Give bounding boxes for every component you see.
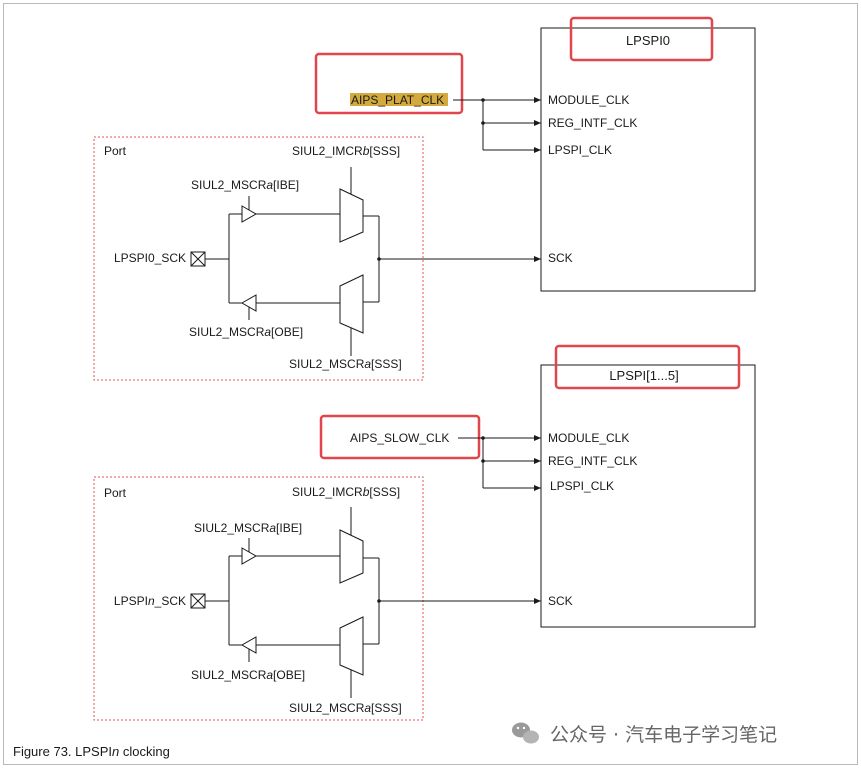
port0-pad-label: LPSPI0_SCK <box>114 251 186 265</box>
lpspi0-port-module-clk: MODULE_CLK <box>548 93 629 107</box>
lpspin-block: LPSPI[1...5] AIPS_SLOW_CLK MODULE_CLK RE… <box>319 344 756 628</box>
port1-imcr-label: SIUL2_IMCRb[SSS] <box>292 485 400 499</box>
aips-plat-clk-label: AIPS_PLAT_CLK <box>351 93 444 107</box>
port0-block: Port SIUL2_IMCRb[SSS] SIUL2_MSCRa[IBE] S… <box>93 136 541 381</box>
watermark: 公众号 · 汽车电子学习笔记 <box>512 722 777 746</box>
lpspin-title: LPSPI[1...5] <box>609 368 678 383</box>
lpspi0-port-sck: SCK <box>548 251 573 265</box>
port1-mscr-sss-label: SIUL2_MSCRa[SSS] <box>289 701 402 715</box>
port0-pad-icon <box>190 251 206 267</box>
lpspi0-title: LPSPI0 <box>626 33 670 48</box>
lpspi0-title-highlight <box>569 16 714 62</box>
port1-label: Port <box>104 486 127 500</box>
port0-box <box>93 136 424 381</box>
port0-imcr-mux-icon <box>339 188 364 243</box>
port0-mscr-ibe-label: SIUL2_MSCRa[IBE] <box>191 178 299 192</box>
lpspi0-module-box <box>540 27 756 292</box>
port1-box <box>93 476 424 721</box>
port1-imcr-mux-icon <box>339 529 364 584</box>
lpspin-port-module-clk: MODULE_CLK <box>548 431 629 445</box>
lpspi0-block: LPSPI0 AIPS_PLAT_CLK MODULE_CLK REG_INTF… <box>314 16 756 292</box>
aips-plat-clk-highlight-fill <box>350 93 448 106</box>
lpspin-port-reg-intf-clk: REG_INTF_CLK <box>548 454 637 468</box>
figure-frame <box>3 3 858 765</box>
port0-mscr-sss-label: SIUL2_MSCRa[SSS] <box>289 357 402 371</box>
port1-block: Port SIUL2_IMCRb[SSS] SIUL2_MSCRa[IBE] S… <box>93 476 541 721</box>
figure-caption: Figure 73. LPSPIn clocking <box>13 744 170 759</box>
aips-slow-clk-highlight-box <box>319 414 481 460</box>
port0-label: Port <box>104 144 127 158</box>
port0-imcr-label: SIUL2_IMCRb[SSS] <box>292 144 400 158</box>
lpspi0-port-reg-intf-clk: REG_INTF_CLK <box>548 116 637 130</box>
aips-slow-clk-label: AIPS_SLOW_CLK <box>350 431 449 445</box>
port0-mscr-obe-label: SIUL2_MSCRa[OBE] <box>189 325 303 339</box>
watermark-text: 公众号 · 汽车电子学习笔记 <box>550 724 777 746</box>
lpspin-module-box <box>540 364 756 628</box>
port1-mscr-ibe-label: SIUL2_MSCRa[IBE] <box>194 521 302 535</box>
port1-mscr-obe-label: SIUL2_MSCRa[OBE] <box>191 668 305 682</box>
aips-plat-clk-highlight-box <box>314 52 464 115</box>
lpspin-port-sck: SCK <box>548 594 573 608</box>
port1-pad-label: LPSPIn_SCK <box>114 594 186 608</box>
lpspin-port-lpspi-clk: LPSPI_CLK <box>550 479 614 493</box>
wechat-icon <box>512 722 539 744</box>
port1-mscr-mux-icon <box>339 616 364 676</box>
port0-mscr-mux-icon <box>339 274 364 334</box>
port1-pad-icon <box>190 593 206 609</box>
lpspi0-port-lpspi-clk: LPSPI_CLK <box>548 143 612 157</box>
lpspin-title-highlight <box>554 344 741 390</box>
